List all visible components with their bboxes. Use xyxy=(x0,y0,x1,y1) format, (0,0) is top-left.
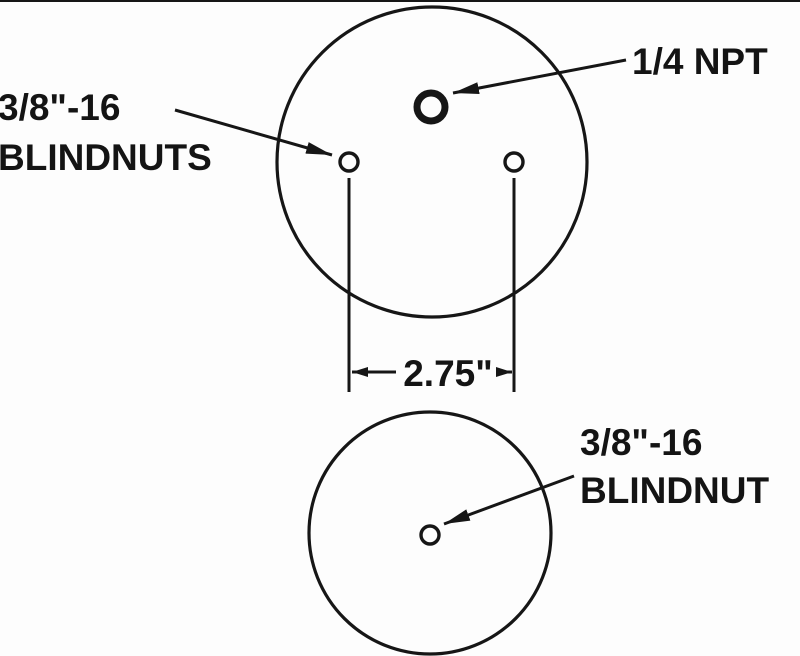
top-view: 1/4 NPT 3/8"-16 BLINDNUTS 2.75" xyxy=(0,5,768,394)
dimension-value: 2.75" xyxy=(403,353,493,394)
blindnut-hole-center xyxy=(419,524,441,546)
blindnut-label-line2: BLINDNUT xyxy=(580,470,769,511)
blindnut-leader-line xyxy=(443,474,575,526)
bottom-plate-outline xyxy=(307,410,553,656)
blindnuts-label-line1: 3/8"-16 xyxy=(0,87,120,128)
blindnut-hole-left xyxy=(338,151,360,173)
blindnuts-label-line2: BLINDNUTS xyxy=(0,137,212,178)
blindnuts-leader-line xyxy=(174,108,333,157)
npt-port-hole xyxy=(413,89,449,125)
dimension-2-75: 2.75" xyxy=(347,178,516,394)
top-plate-outline xyxy=(275,5,589,319)
blindnut-label-line1: 3/8"-16 xyxy=(580,422,702,463)
bottom-view: 3/8"-16 BLINDNUT xyxy=(307,410,769,656)
blindnut-hole-right xyxy=(503,151,525,173)
npt-label: 1/4 NPT xyxy=(632,41,768,82)
npt-leader-line xyxy=(452,58,627,95)
